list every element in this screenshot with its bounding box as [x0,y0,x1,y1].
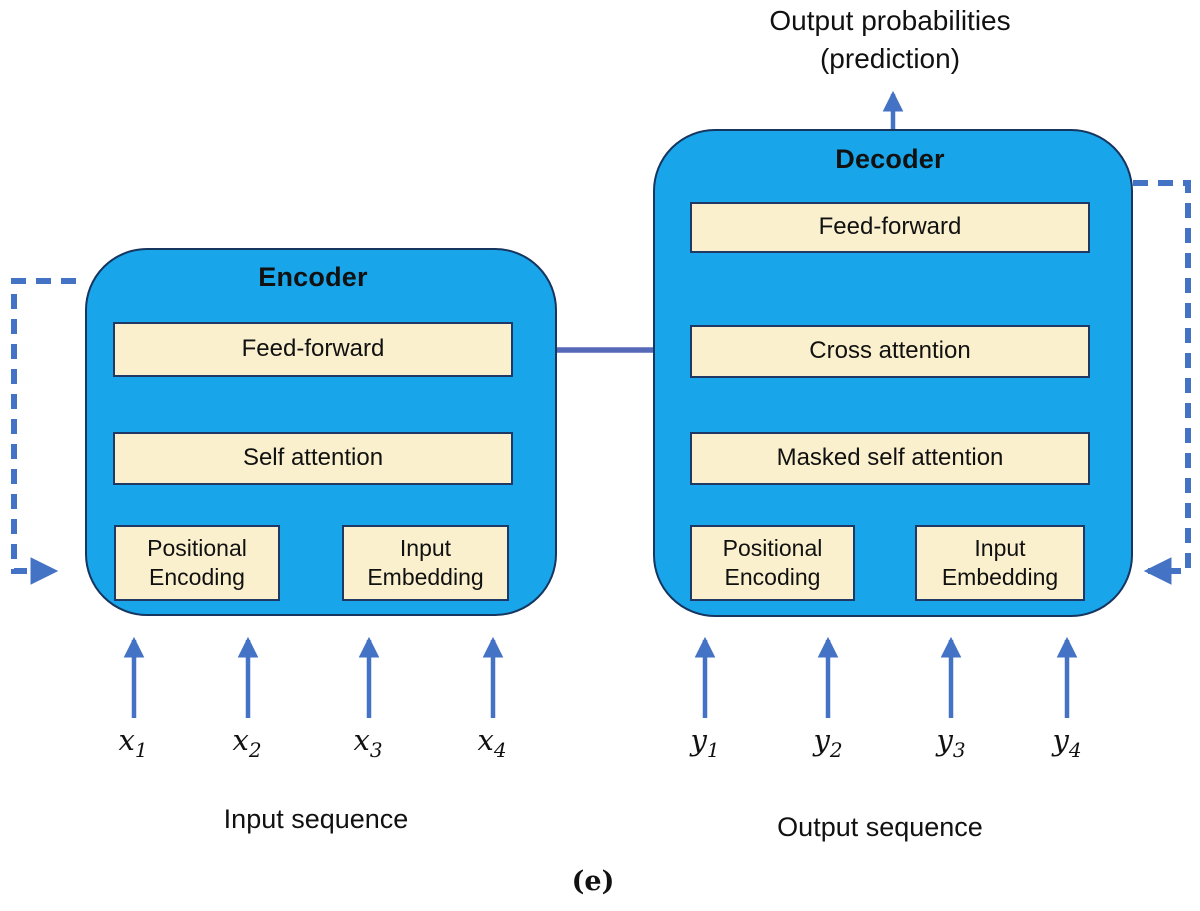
output-probabilities-label: Output probabilities (prediction) [769,5,1011,74]
input-token-x3: x3 [353,723,383,762]
encoder-positional-encoding-box: Positional Encoding [114,525,280,601]
decoder-positional-encoding-box: Positional Encoding [690,525,855,601]
input-token-x2: x2 [232,723,262,762]
decoder-cross-attention-box: Cross attention [690,325,1090,378]
decoder-masked-self-attention-box: Masked self attention [690,432,1090,485]
input-token-x4: x4 [477,723,507,762]
figure-caption: (e) [571,866,615,897]
output-sequence-label: Output sequence [777,812,983,842]
input-sequence-label: Input sequence [223,804,409,834]
decoder-feedback-dashed-arrow [1133,180,1191,585]
encoder-feed-forward-box: Feed-forward [113,322,513,377]
output-token-y2: y2 [813,723,843,762]
output-token-y4: y4 [1052,723,1082,762]
encoder-input-embedding-box: Input Embedding [342,525,509,601]
output-token-y1: y1 [690,723,720,762]
decoder-feed-forward-box: Feed-forward [690,202,1090,253]
encoder-feedback-dashed-arrow [11,278,76,585]
decoder-title: Decoder [835,144,945,174]
encoder-title: Encoder [258,262,368,292]
output-token-y3: y3 [936,723,966,762]
input-token-x1: x1 [118,723,148,762]
decoder-input-embedding-box: Input Embedding [915,525,1085,601]
encoder-self-attention-box: Self attention [113,432,513,485]
